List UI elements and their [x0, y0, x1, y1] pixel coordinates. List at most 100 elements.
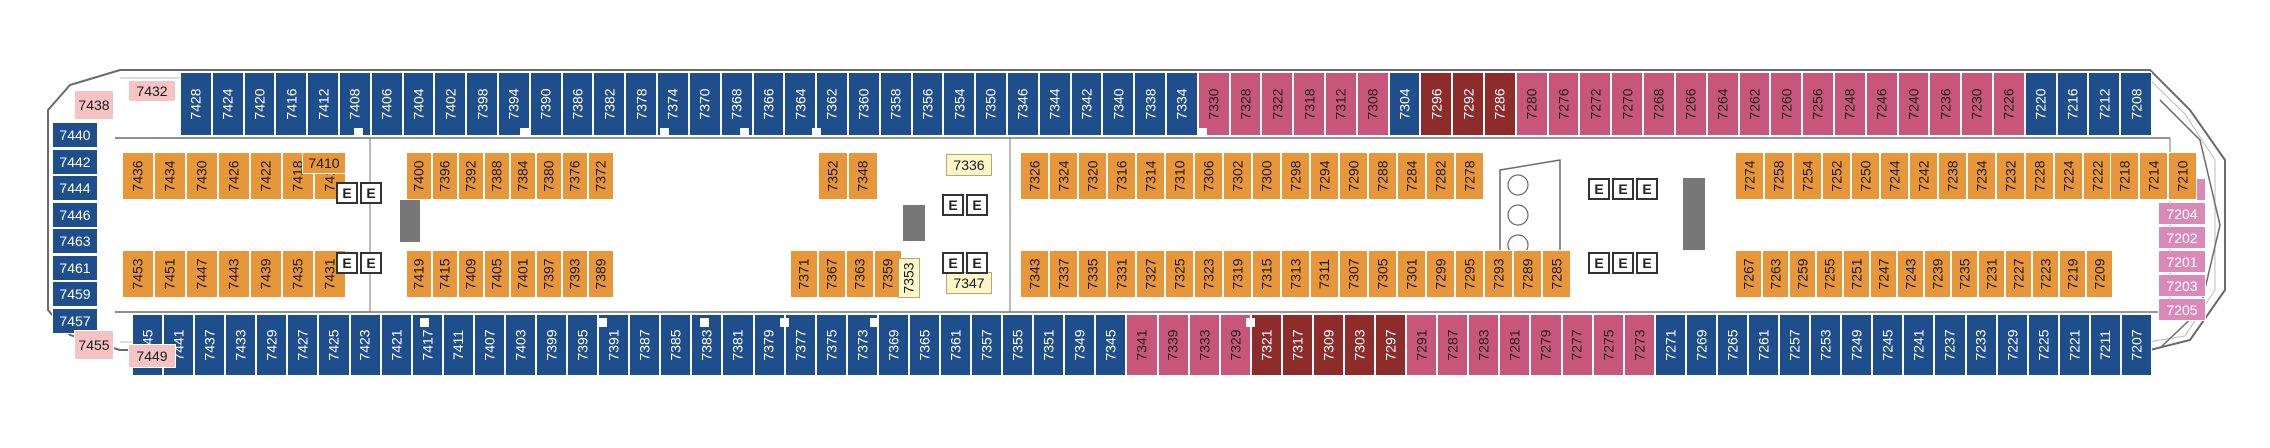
cabin-7303[interactable]: 7303 — [1344, 314, 1376, 376]
cabin-7329[interactable]: 7329 — [1219, 314, 1251, 376]
cabin-7444[interactable]: 7444 — [52, 175, 98, 201]
cabin-7348[interactable]: 7348 — [848, 152, 878, 200]
cabin-7347[interactable]: 7347 — [946, 272, 992, 294]
cabin-7227[interactable]: 7227 — [2005, 250, 2032, 298]
cabin-7324[interactable]: 7324 — [1049, 152, 1078, 200]
cabin-7316[interactable]: 7316 — [1107, 152, 1136, 200]
cabin-7394[interactable]: 7394 — [498, 72, 530, 136]
cabin-7418[interactable]: 7418 — [282, 152, 314, 200]
cabin-7341[interactable]: 7341 — [1126, 314, 1158, 376]
cabin-7459[interactable]: 7459 — [52, 281, 98, 307]
cabin-7276[interactable]: 7276 — [1547, 72, 1580, 136]
cabin-7343[interactable]: 7343 — [1020, 250, 1049, 298]
cabin-7344[interactable]: 7344 — [1038, 72, 1071, 136]
cabin-7253[interactable]: 7253 — [1810, 314, 1842, 376]
cabin-7342[interactable]: 7342 — [1070, 72, 1103, 136]
cabin-7372[interactable]: 7372 — [588, 152, 614, 200]
cabin-7375[interactable]: 7375 — [815, 314, 847, 376]
cabin-7449[interactable]: 7449 — [128, 344, 176, 368]
cabin-7410[interactable]: 7410 — [302, 152, 346, 174]
cabin-7257[interactable]: 7257 — [1779, 314, 1811, 376]
cabin-7294[interactable]: 7294 — [1310, 152, 1339, 200]
cabin-7364[interactable]: 7364 — [784, 72, 817, 136]
cabin-7422[interactable]: 7422 — [250, 152, 282, 200]
cabin-7214[interactable]: 7214 — [2139, 152, 2168, 200]
cabin-7275[interactable]: 7275 — [1592, 314, 1624, 376]
cabin-7310[interactable]: 7310 — [1165, 152, 1194, 200]
cabin-7439[interactable]: 7439 — [250, 250, 282, 298]
cabin-7283[interactable]: 7283 — [1468, 314, 1500, 376]
cabin-7259[interactable]: 7259 — [1789, 250, 1816, 298]
cabin-7436[interactable]: 7436 — [122, 152, 154, 200]
cabin-7221[interactable]: 7221 — [2058, 314, 2090, 376]
cabin-7258[interactable]: 7258 — [1764, 152, 1793, 200]
cabin-7435[interactable]: 7435 — [282, 250, 314, 298]
cabin-7397[interactable]: 7397 — [536, 250, 562, 298]
cabin-7204[interactable]: 7204 — [2158, 202, 2206, 225]
cabin-7238[interactable]: 7238 — [1938, 152, 1967, 200]
cabin-7415[interactable]: 7415 — [432, 250, 458, 298]
cabin-7243[interactable]: 7243 — [1897, 250, 1924, 298]
cabin-7428[interactable]: 7428 — [180, 72, 212, 136]
cabin-7233[interactable]: 7233 — [1965, 314, 1997, 376]
cabin-7295[interactable]: 7295 — [1455, 250, 1484, 298]
cabin-7419[interactable]: 7419 — [406, 250, 432, 298]
cabin-7323[interactable]: 7323 — [1194, 250, 1223, 298]
cabin-7376[interactable]: 7376 — [562, 152, 588, 200]
cabin-7461[interactable]: 7461 — [52, 254, 98, 281]
cabin-7312[interactable]: 7312 — [1325, 72, 1357, 136]
cabin-7318[interactable]: 7318 — [1293, 72, 1326, 136]
cabin-7455[interactable]: 7455 — [74, 330, 114, 360]
cabin-7425[interactable]: 7425 — [318, 314, 350, 376]
cabin-7403[interactable]: 7403 — [504, 314, 536, 376]
cabin-7256[interactable]: 7256 — [1802, 72, 1834, 136]
cabin-7308[interactable]: 7308 — [1356, 72, 1389, 136]
cabin-7352[interactable]: 7352 — [818, 152, 848, 200]
cabin-7263[interactable]: 7263 — [1762, 250, 1789, 298]
cabin-7236[interactable]: 7236 — [1929, 72, 1962, 136]
cabin-7382[interactable]: 7382 — [593, 72, 626, 136]
cabin-7361[interactable]: 7361 — [940, 314, 972, 376]
cabin-7242[interactable]: 7242 — [1909, 152, 1938, 200]
cabin-7205[interactable]: 7205 — [2158, 298, 2206, 321]
cabin-7207[interactable]: 7207 — [2120, 314, 2152, 376]
cabin-7438[interactable]: 7438 — [74, 90, 114, 120]
cabin-7379[interactable]: 7379 — [753, 314, 785, 376]
cabin-7412[interactable]: 7412 — [307, 72, 340, 136]
cabin-7446[interactable]: 7446 — [52, 201, 98, 228]
cabin-7240[interactable]: 7240 — [1897, 72, 1930, 136]
cabin-7345[interactable]: 7345 — [1095, 314, 1127, 376]
cabin-7231[interactable]: 7231 — [1978, 250, 2005, 298]
cabin-7223[interactable]: 7223 — [2032, 250, 2059, 298]
cabin-7432[interactable]: 7432 — [128, 80, 176, 102]
cabin-7325[interactable]: 7325 — [1165, 250, 1194, 298]
cabin-7252[interactable]: 7252 — [1822, 152, 1851, 200]
cabin-7235[interactable]: 7235 — [1951, 250, 1978, 298]
cabin-7339[interactable]: 7339 — [1157, 314, 1189, 376]
cabin-7453[interactable]: 7453 — [122, 250, 154, 298]
cabin-7216[interactable]: 7216 — [2056, 72, 2089, 136]
cabin-7381[interactable]: 7381 — [722, 314, 754, 376]
cabin-7273[interactable]: 7273 — [1623, 314, 1655, 376]
cabin-7245[interactable]: 7245 — [1872, 314, 1904, 376]
cabin-7278[interactable]: 7278 — [1455, 152, 1484, 200]
cabin-7386[interactable]: 7386 — [561, 72, 594, 136]
cabin-7272[interactable]: 7272 — [1579, 72, 1612, 136]
cabin-7226[interactable]: 7226 — [1992, 72, 2025, 136]
cabin-7353[interactable]: 7353 — [898, 258, 920, 298]
cabin-7351[interactable]: 7351 — [1033, 314, 1065, 376]
cabin-7365[interactable]: 7365 — [908, 314, 940, 376]
cabin-7290[interactable]: 7290 — [1339, 152, 1368, 200]
cabin-7393[interactable]: 7393 — [562, 250, 588, 298]
cabin-7358[interactable]: 7358 — [879, 72, 912, 136]
cabin-7301[interactable]: 7301 — [1397, 250, 1426, 298]
cabin-7463[interactable]: 7463 — [52, 228, 98, 254]
cabin-7203[interactable]: 7203 — [2158, 274, 2206, 297]
cabin-7371[interactable]: 7371 — [790, 250, 818, 298]
cabin-7328[interactable]: 7328 — [1229, 72, 1262, 136]
cabin-7228[interactable]: 7228 — [2025, 152, 2054, 200]
cabin-7317[interactable]: 7317 — [1281, 314, 1313, 376]
cabin-7320[interactable]: 7320 — [1078, 152, 1107, 200]
cabin-7261[interactable]: 7261 — [1748, 314, 1780, 376]
cabin-7293[interactable]: 7293 — [1484, 250, 1513, 298]
